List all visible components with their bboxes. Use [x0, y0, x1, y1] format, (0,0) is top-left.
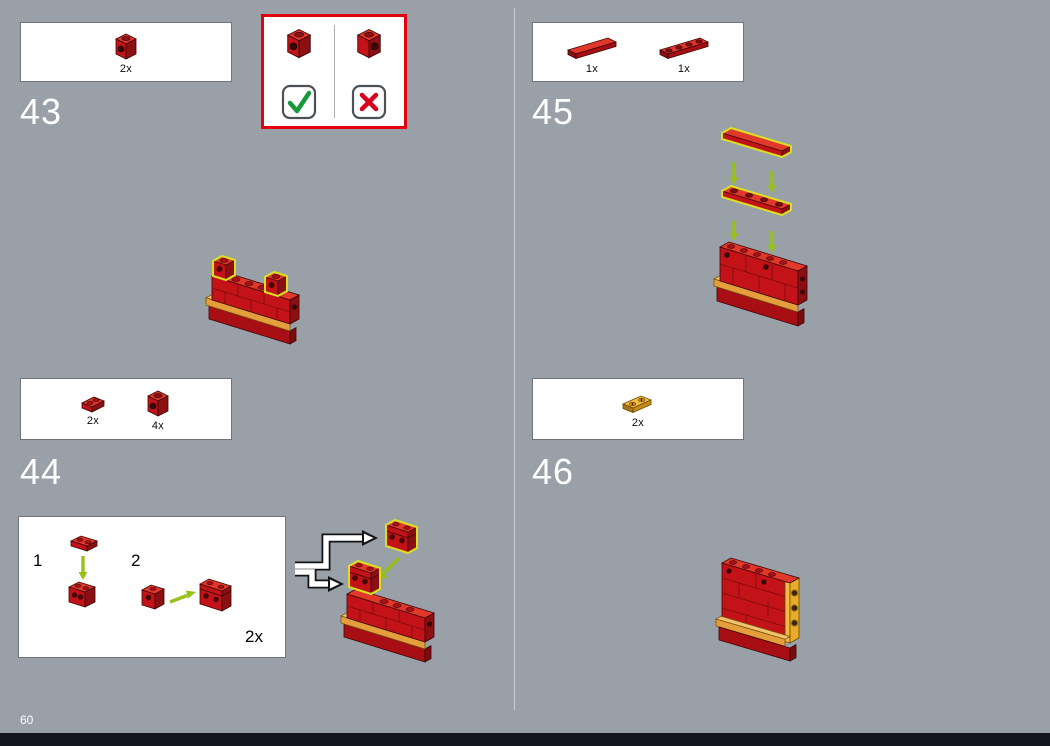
pointer-arrow-icon: [295, 530, 378, 592]
red-plate-2x2: [69, 535, 99, 552]
part-quantity: 2x: [119, 62, 133, 75]
step43-number: 43: [20, 91, 63, 132]
red-brick-with-plate: [198, 578, 233, 612]
step46-number: 46: [532, 451, 575, 492]
part-quantity: 4x: [151, 419, 165, 432]
red-brick-side-studs: [67, 581, 97, 608]
step43-parts-box: 2x: [20, 22, 232, 82]
green-arrow-down-icon: [78, 556, 88, 580]
callout-correct-column: [264, 17, 334, 126]
part-item: 1x: [656, 30, 712, 75]
green-arrow-down-icon: [729, 221, 777, 253]
part-item: 2x: [79, 392, 107, 427]
orange-stripe: [714, 615, 792, 647]
step44-number: 44: [20, 451, 63, 492]
part-item: 4x: [143, 387, 173, 432]
step45-parts-box: 1x 1x: [532, 22, 744, 82]
red-plate-1x4-icon: [658, 37, 710, 59]
substep-1-label: 1: [33, 551, 43, 570]
step46-parts-box: 2x: [532, 378, 744, 440]
step43-assembly-illustration: [204, 254, 301, 345]
substep-1-illustration: [67, 535, 99, 608]
part-quantity: 1x: [585, 62, 599, 75]
wall-body: [712, 241, 809, 327]
brick-wrong-orientation-icon: [356, 28, 382, 59]
step45-number: 45: [532, 91, 575, 132]
highlighted-subassembly: [348, 559, 381, 596]
part-item: 2x: [618, 390, 658, 429]
green-arrow-down-icon: [378, 556, 401, 579]
step44-subassembly-box: 1 2 2x: [18, 516, 286, 658]
step44-parts-box: 2x 4x: [20, 378, 232, 440]
substep-2-label: 2: [131, 551, 141, 570]
brick-correct-orientation-icon: [286, 28, 312, 59]
column-divider: [514, 8, 515, 710]
green-arrow-right-icon: [169, 590, 196, 604]
step44-assembly-illustration: [295, 518, 436, 663]
part-item: 1x: [564, 30, 620, 75]
highlighted-brick: [264, 270, 288, 298]
red-plate-1x2-icon: [81, 396, 105, 413]
step45-assembly-illustration: [712, 126, 809, 327]
footer-bar: [0, 733, 1050, 746]
highlighted-plate: [721, 184, 792, 217]
wall-base: [718, 626, 797, 662]
highlighted-subassembly: [385, 518, 418, 555]
green-arrow-down-icon: [729, 162, 777, 193]
gold-plate-1x2-icon: [621, 395, 653, 413]
red-brick-1x1-side-stud-icon: [147, 390, 169, 417]
part-item: 2x: [111, 30, 141, 75]
step46-assembly-illustration: [714, 557, 801, 662]
page-number: 60: [20, 713, 34, 727]
red-brick-1x1-side-stud-icon: [115, 33, 137, 60]
wall-body: [339, 588, 436, 663]
part-quantity: 2x: [631, 416, 645, 429]
substep-2-illustration: [140, 578, 233, 612]
orientation-callout: [261, 14, 407, 129]
cross-icon: [351, 84, 387, 120]
part-quantity: 2x: [86, 414, 100, 427]
red-tile-1x4-icon: [566, 37, 618, 59]
red-brick-1x1-side-stud: [140, 584, 166, 610]
highlighted-tile: [721, 126, 792, 159]
callout-divider: [334, 25, 335, 118]
part-quantity: 1x: [677, 62, 691, 75]
check-icon: [281, 84, 317, 120]
highlighted-brick: [212, 254, 236, 282]
callout-incorrect-column: [334, 17, 404, 126]
subassembly-quantity: 2x: [245, 627, 263, 646]
